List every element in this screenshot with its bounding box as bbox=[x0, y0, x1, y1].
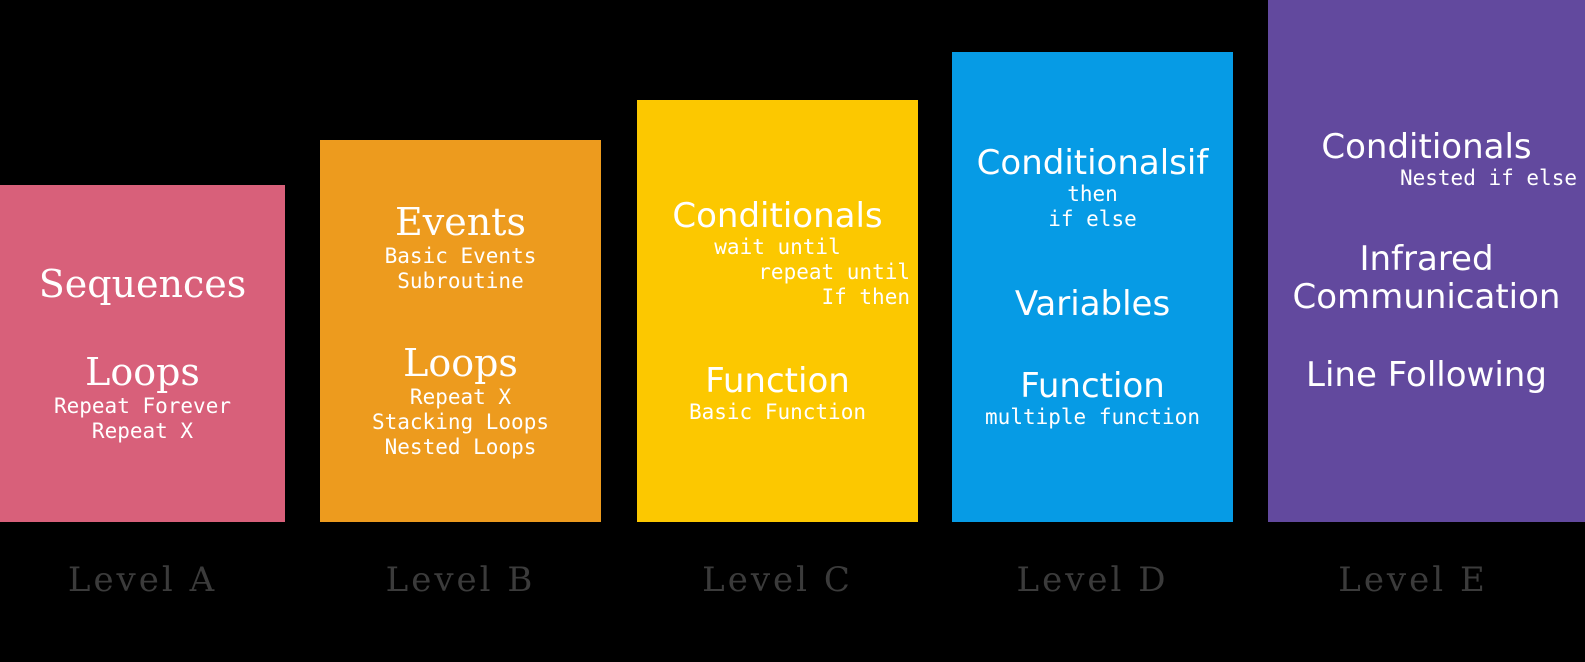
group-infrared-communication: Infrared Communication bbox=[1276, 238, 1577, 317]
group-line-following: Line Following bbox=[1276, 356, 1577, 394]
group-heading: Sequences bbox=[38, 261, 247, 306]
group-heading: Events bbox=[395, 200, 526, 245]
group-item: Nested Loops bbox=[384, 435, 537, 460]
axis-label-level-b: Level B bbox=[385, 560, 536, 600]
bar-level-e[interactable]: Conditionals Nested if else Infrared Com… bbox=[1268, 0, 1585, 522]
group-item: Repeat X bbox=[409, 384, 512, 409]
group-item: then bbox=[1067, 182, 1118, 207]
group-conditionals: Conditionals wait until repeat until If … bbox=[645, 195, 910, 311]
group-item: Basic Function bbox=[688, 400, 866, 425]
group-loops: Loops Repeat X Stacking Loops Nested Loo… bbox=[328, 342, 593, 460]
group-variables: Variables bbox=[960, 283, 1225, 324]
group-heading: Communication bbox=[1292, 276, 1561, 317]
group-heading: Function bbox=[1020, 365, 1165, 406]
group-item: If then bbox=[821, 285, 910, 309]
bar-level-a-content: Sequences Loops Repeat Forever Repeat X bbox=[0, 185, 285, 522]
axis-label-level-e: Level E bbox=[1338, 560, 1488, 600]
bar-level-b[interactable]: Events Basic Events Subroutine Loops Rep… bbox=[320, 140, 601, 522]
group-item: Repeat X bbox=[91, 419, 194, 444]
bar-level-c-content: Conditionals wait until repeat until If … bbox=[637, 100, 918, 522]
bar-level-b-content: Events Basic Events Subroutine Loops Rep… bbox=[320, 140, 601, 522]
group-item: Subroutine bbox=[397, 269, 524, 294]
axis-label-level-c: Level C bbox=[702, 560, 853, 600]
group-heading: Conditionalsif bbox=[976, 143, 1209, 184]
group-heading: Function bbox=[705, 361, 850, 402]
group-item: wait until bbox=[714, 234, 841, 259]
group-heading: Line Following bbox=[1306, 354, 1547, 395]
group-events: Events Basic Events Subroutine bbox=[328, 201, 593, 294]
group-function: Function multiple function bbox=[960, 367, 1225, 430]
group-heading: Loops bbox=[403, 341, 518, 386]
group-heading: Conditionals bbox=[672, 195, 883, 236]
group-heading: Conditionals bbox=[1321, 127, 1532, 168]
axis-label-level-d: Level D bbox=[1016, 560, 1169, 600]
group-conditionals: Conditionals Nested if else bbox=[1276, 128, 1577, 191]
bar-level-e-content: Conditionals Nested if else Infrared Com… bbox=[1268, 0, 1585, 522]
group-item: Repeat Forever bbox=[53, 393, 231, 418]
group-sequences: Sequences bbox=[8, 263, 277, 306]
group-item: if else bbox=[1048, 207, 1137, 232]
group-item: multiple function bbox=[985, 404, 1200, 429]
group-conditionals: Conditionalsif then if else bbox=[960, 144, 1225, 232]
group-item: repeat until bbox=[758, 259, 910, 284]
axis-label-level-a: Level A bbox=[67, 560, 218, 600]
group-item: Nested if else bbox=[1399, 166, 1577, 191]
group-function: Function Basic Function bbox=[645, 362, 910, 425]
bar-level-a[interactable]: Sequences Loops Repeat Forever Repeat X bbox=[0, 185, 285, 522]
group-item: Basic Events bbox=[384, 244, 537, 269]
group-heading: Infrared bbox=[1359, 238, 1494, 279]
bar-level-c[interactable]: Conditionals wait until repeat until If … bbox=[637, 100, 918, 522]
group-item: Stacking Loops bbox=[371, 410, 549, 435]
bar-level-d-content: Conditionalsif then if else Variables Fu… bbox=[952, 52, 1233, 522]
group-loops: Loops Repeat Forever Repeat X bbox=[8, 351, 277, 444]
bar-level-d[interactable]: Conditionalsif then if else Variables Fu… bbox=[952, 52, 1233, 522]
group-heading: Loops bbox=[85, 350, 200, 395]
group-heading: Variables bbox=[1014, 283, 1171, 324]
